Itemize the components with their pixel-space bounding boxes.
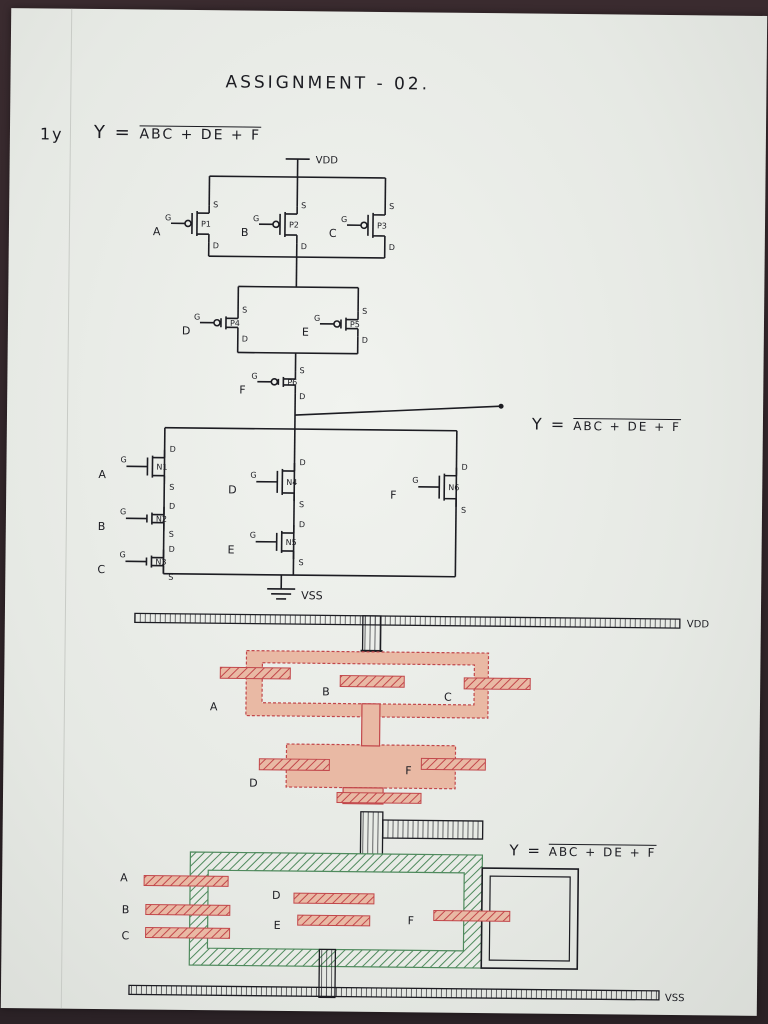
pmos-drain-terminal-label: D	[242, 335, 248, 344]
pmos-gate-terminal-label: G	[194, 313, 200, 322]
schematic-vdd-label: VDD	[316, 155, 339, 166]
pmos-name-label: P6	[287, 378, 297, 387]
pmos-gate-terminal-label: G	[165, 213, 171, 222]
nmos-n5	[255, 525, 295, 560]
layout-nmos-input-label: F	[408, 914, 414, 927]
pmos-gate-terminal-label: G	[341, 215, 347, 224]
nmos-gate-terminal-label: G	[120, 455, 126, 464]
pmos-source-terminal-label: S	[213, 200, 218, 209]
nmos-drain-terminal-label: D	[299, 520, 305, 529]
pmos-source-terminal-label: S	[299, 366, 304, 375]
nmos-name-label: N6	[448, 483, 459, 492]
nmos-input-label: F	[390, 489, 396, 502]
pmos-p4	[199, 310, 239, 336]
nmos-n1	[126, 449, 166, 484]
layout-nmos-input-label: D	[272, 889, 281, 902]
layout-nmos-input-label: B	[122, 903, 130, 916]
nmos-name-label: N1	[156, 463, 167, 472]
nmos-gate-terminal-label: G	[250, 531, 256, 540]
pmos-gate-terminal-label: G	[251, 372, 257, 381]
pmos-name-label: P1	[201, 220, 211, 229]
nmos-n3	[125, 549, 165, 574]
nmos-name-label: N4	[286, 478, 297, 487]
pmos-drain-terminal-label: D	[389, 243, 395, 252]
pmos-gate-terminal-label: G	[253, 214, 259, 223]
pmos-p5	[319, 311, 359, 337]
pmos-input-label: C	[329, 227, 337, 240]
layout-pmos-input-label: F	[405, 764, 411, 777]
nmos-gate-terminal-label: G	[120, 507, 126, 516]
layout-nmos-input-label: A	[120, 871, 128, 884]
pmos-drain-terminal-label: D	[362, 336, 368, 345]
pmos-drain-terminal-label: D	[301, 242, 307, 251]
pmos-input-label: B	[241, 226, 249, 239]
nmos-n4	[256, 463, 296, 502]
nmos-gate-terminal-label: G	[250, 471, 256, 480]
nmos-input-label: E	[228, 543, 235, 556]
nmos-input-label: C	[97, 563, 105, 576]
pmos-p3	[346, 206, 386, 245]
nmos-input-label: A	[98, 468, 106, 481]
layout-nmos-input-label: E	[274, 919, 281, 932]
nmos-drain-terminal-label: D	[169, 545, 175, 554]
layout-pmos-input-label: A	[210, 700, 218, 713]
nmos-drain-terminal-label: D	[461, 463, 467, 472]
nmos-source-terminal-label: S	[169, 483, 174, 492]
pmos-source-terminal-label: S	[242, 306, 247, 315]
nmos-name-label: N3	[155, 558, 166, 567]
pull-down-network	[162, 426, 458, 600]
pmos-p6	[257, 371, 297, 394]
layout-nmos-input-label: C	[121, 929, 129, 942]
layout-vdd-label: VDD	[687, 619, 710, 630]
nmos-gate-terminal-label: G	[412, 476, 418, 485]
nmos-drain-terminal-label: D	[169, 502, 175, 511]
nmos-drain-terminal-label: D	[170, 445, 176, 454]
schematic-vss-label: VSS	[301, 589, 323, 602]
pmos-drain-terminal-label: D	[213, 241, 219, 250]
pmos-name-label: P2	[289, 220, 299, 229]
layout-sketch: VDD	[120, 612, 710, 1004]
layout-pmos-input-label: D	[249, 777, 258, 790]
pmos-source-terminal-label: S	[301, 201, 306, 210]
nmos-source-terminal-label: S	[168, 573, 173, 582]
nmos-source-terminal-label: S	[298, 558, 303, 567]
pmos-source-terminal-label: S	[362, 307, 367, 316]
layout-pmos-input-label: B	[322, 685, 330, 698]
pmos-input-label: D	[182, 324, 191, 337]
nmos-input-label: B	[98, 520, 106, 533]
nmos-input-label: D	[228, 483, 237, 496]
pmos-name-label: P4	[230, 319, 240, 328]
pull-up-network	[207, 158, 502, 430]
nmos-n2	[125, 506, 165, 531]
layout-vss-label: VSS	[665, 993, 685, 1004]
pmos-p2	[258, 206, 298, 244]
layout-pmos-input-label: C	[444, 691, 452, 704]
notebook-page: ASSIGNMENT - 02. 1y Y = ABC + DE + F Y =…	[0, 8, 768, 1016]
pmos-name-label: P3	[377, 221, 387, 230]
nmos-name-label: N5	[286, 538, 297, 547]
pmos-name-label: P5	[350, 320, 360, 329]
pmos-p1	[171, 205, 211, 243]
nmos-name-label: N2	[156, 515, 167, 524]
nmos-source-terminal-label: S	[461, 506, 466, 515]
nmos-n6	[418, 467, 458, 507]
pmos-input-label: F	[239, 383, 245, 396]
nmos-source-terminal-label: S	[169, 530, 174, 539]
nmos-source-terminal-label: S	[299, 500, 304, 509]
pmos-source-terminal-label: S	[389, 202, 394, 211]
pmos-input-label: E	[302, 326, 309, 339]
pmos-input-label: A	[153, 225, 161, 238]
pmos-drain-terminal-label: D	[299, 392, 305, 401]
nmos-gate-terminal-label: G	[119, 550, 125, 559]
pmos-gate-terminal-label: G	[314, 314, 320, 323]
circuit-drawing: AP1GSDBP2GSDCP3GSDDP4GSDEP5GSDFP6GSDAN1G…	[97, 155, 710, 1004]
nmos-drain-terminal-label: D	[299, 458, 305, 467]
